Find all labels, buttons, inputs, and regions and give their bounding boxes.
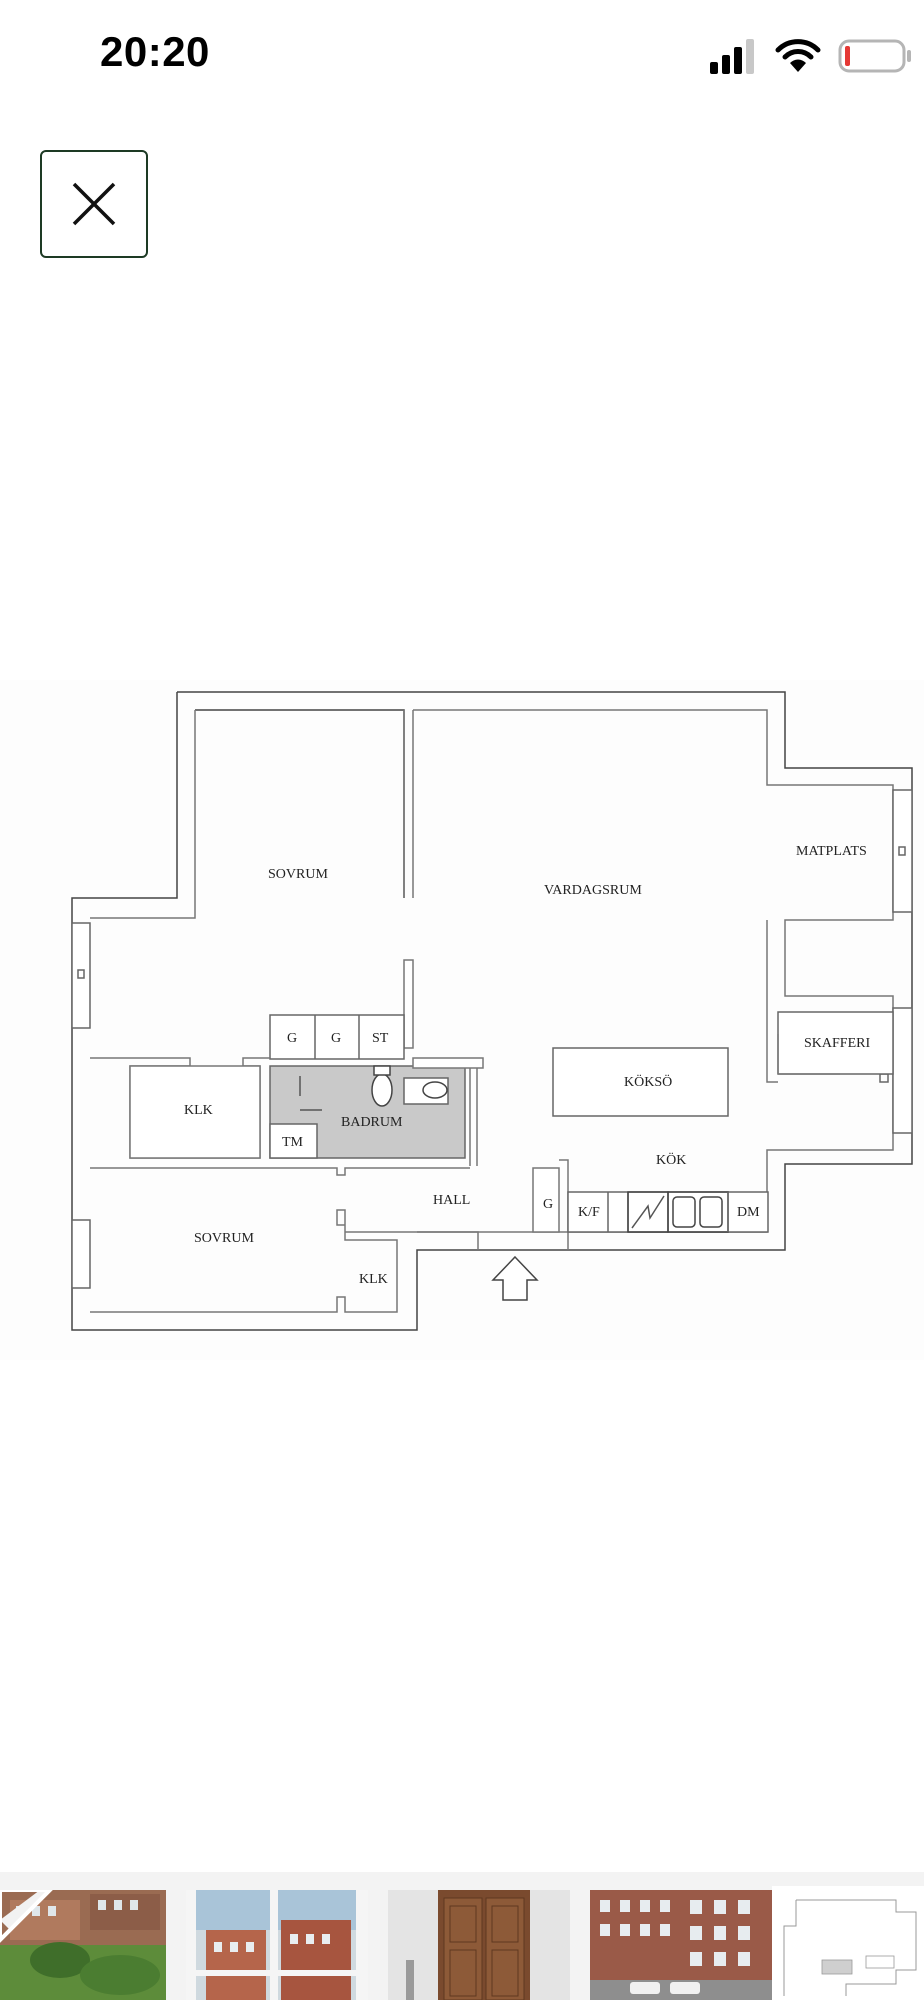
room-label-dm: DM: [737, 1205, 760, 1220]
cellular-signal-icon: [710, 39, 754, 74]
thumbnail-wooden-door[interactable]: [388, 1890, 570, 2000]
thumbnail-brick-building[interactable]: [590, 1890, 772, 2000]
room-label-sovrum-bottom: SOVRUM: [194, 1231, 254, 1246]
close-icon: [72, 182, 116, 226]
status-bar: 20:20: [0, 0, 924, 110]
room-label-hall: HALL: [433, 1193, 470, 1208]
room-label-g1: G: [287, 1031, 297, 1046]
room-label-koksö: KÖKSÖ: [624, 1073, 672, 1090]
status-icons: [708, 36, 914, 76]
close-button[interactable]: [40, 150, 148, 258]
thumbnail-window-view[interactable]: [186, 1890, 368, 2000]
room-label-kf: K/F: [578, 1205, 600, 1220]
floorplan-drawing: SOVRUM VARDAGSRUM MATPLATS SKAFFERI G G …: [71, 691, 913, 1331]
room-label-kok: KÖK: [656, 1151, 686, 1168]
room-label-g3: G: [543, 1197, 553, 1212]
room-label-klk-bottom: KLK: [359, 1272, 388, 1287]
room-label-tm: TM: [282, 1135, 304, 1150]
thumbnail-floorplan[interactable]: [772, 1886, 924, 2000]
status-time: 20:20: [100, 28, 210, 75]
room-label-sovrum-top: SOVRUM: [268, 867, 328, 882]
floorplan-image[interactable]: SOVRUM VARDAGSRUM MATPLATS SKAFFERI G G …: [0, 680, 924, 1360]
room-label-badrum: BADRUM: [341, 1115, 403, 1130]
room-label-skafferi: SKAFFERI: [804, 1036, 870, 1051]
thumbnail-courtyard[interactable]: [0, 1890, 166, 2000]
room-label-matplats: MATPLATS: [796, 844, 867, 859]
room-label-vardagsrum: VARDAGSRUM: [544, 883, 642, 898]
room-label-st: ST: [372, 1031, 389, 1046]
wifi-icon: [775, 39, 821, 72]
room-label-g2: G: [331, 1031, 341, 1046]
room-label-klk-left: KLK: [184, 1103, 213, 1118]
thumbnail-strip: [0, 1872, 924, 2000]
battery-icon: [838, 39, 911, 73]
